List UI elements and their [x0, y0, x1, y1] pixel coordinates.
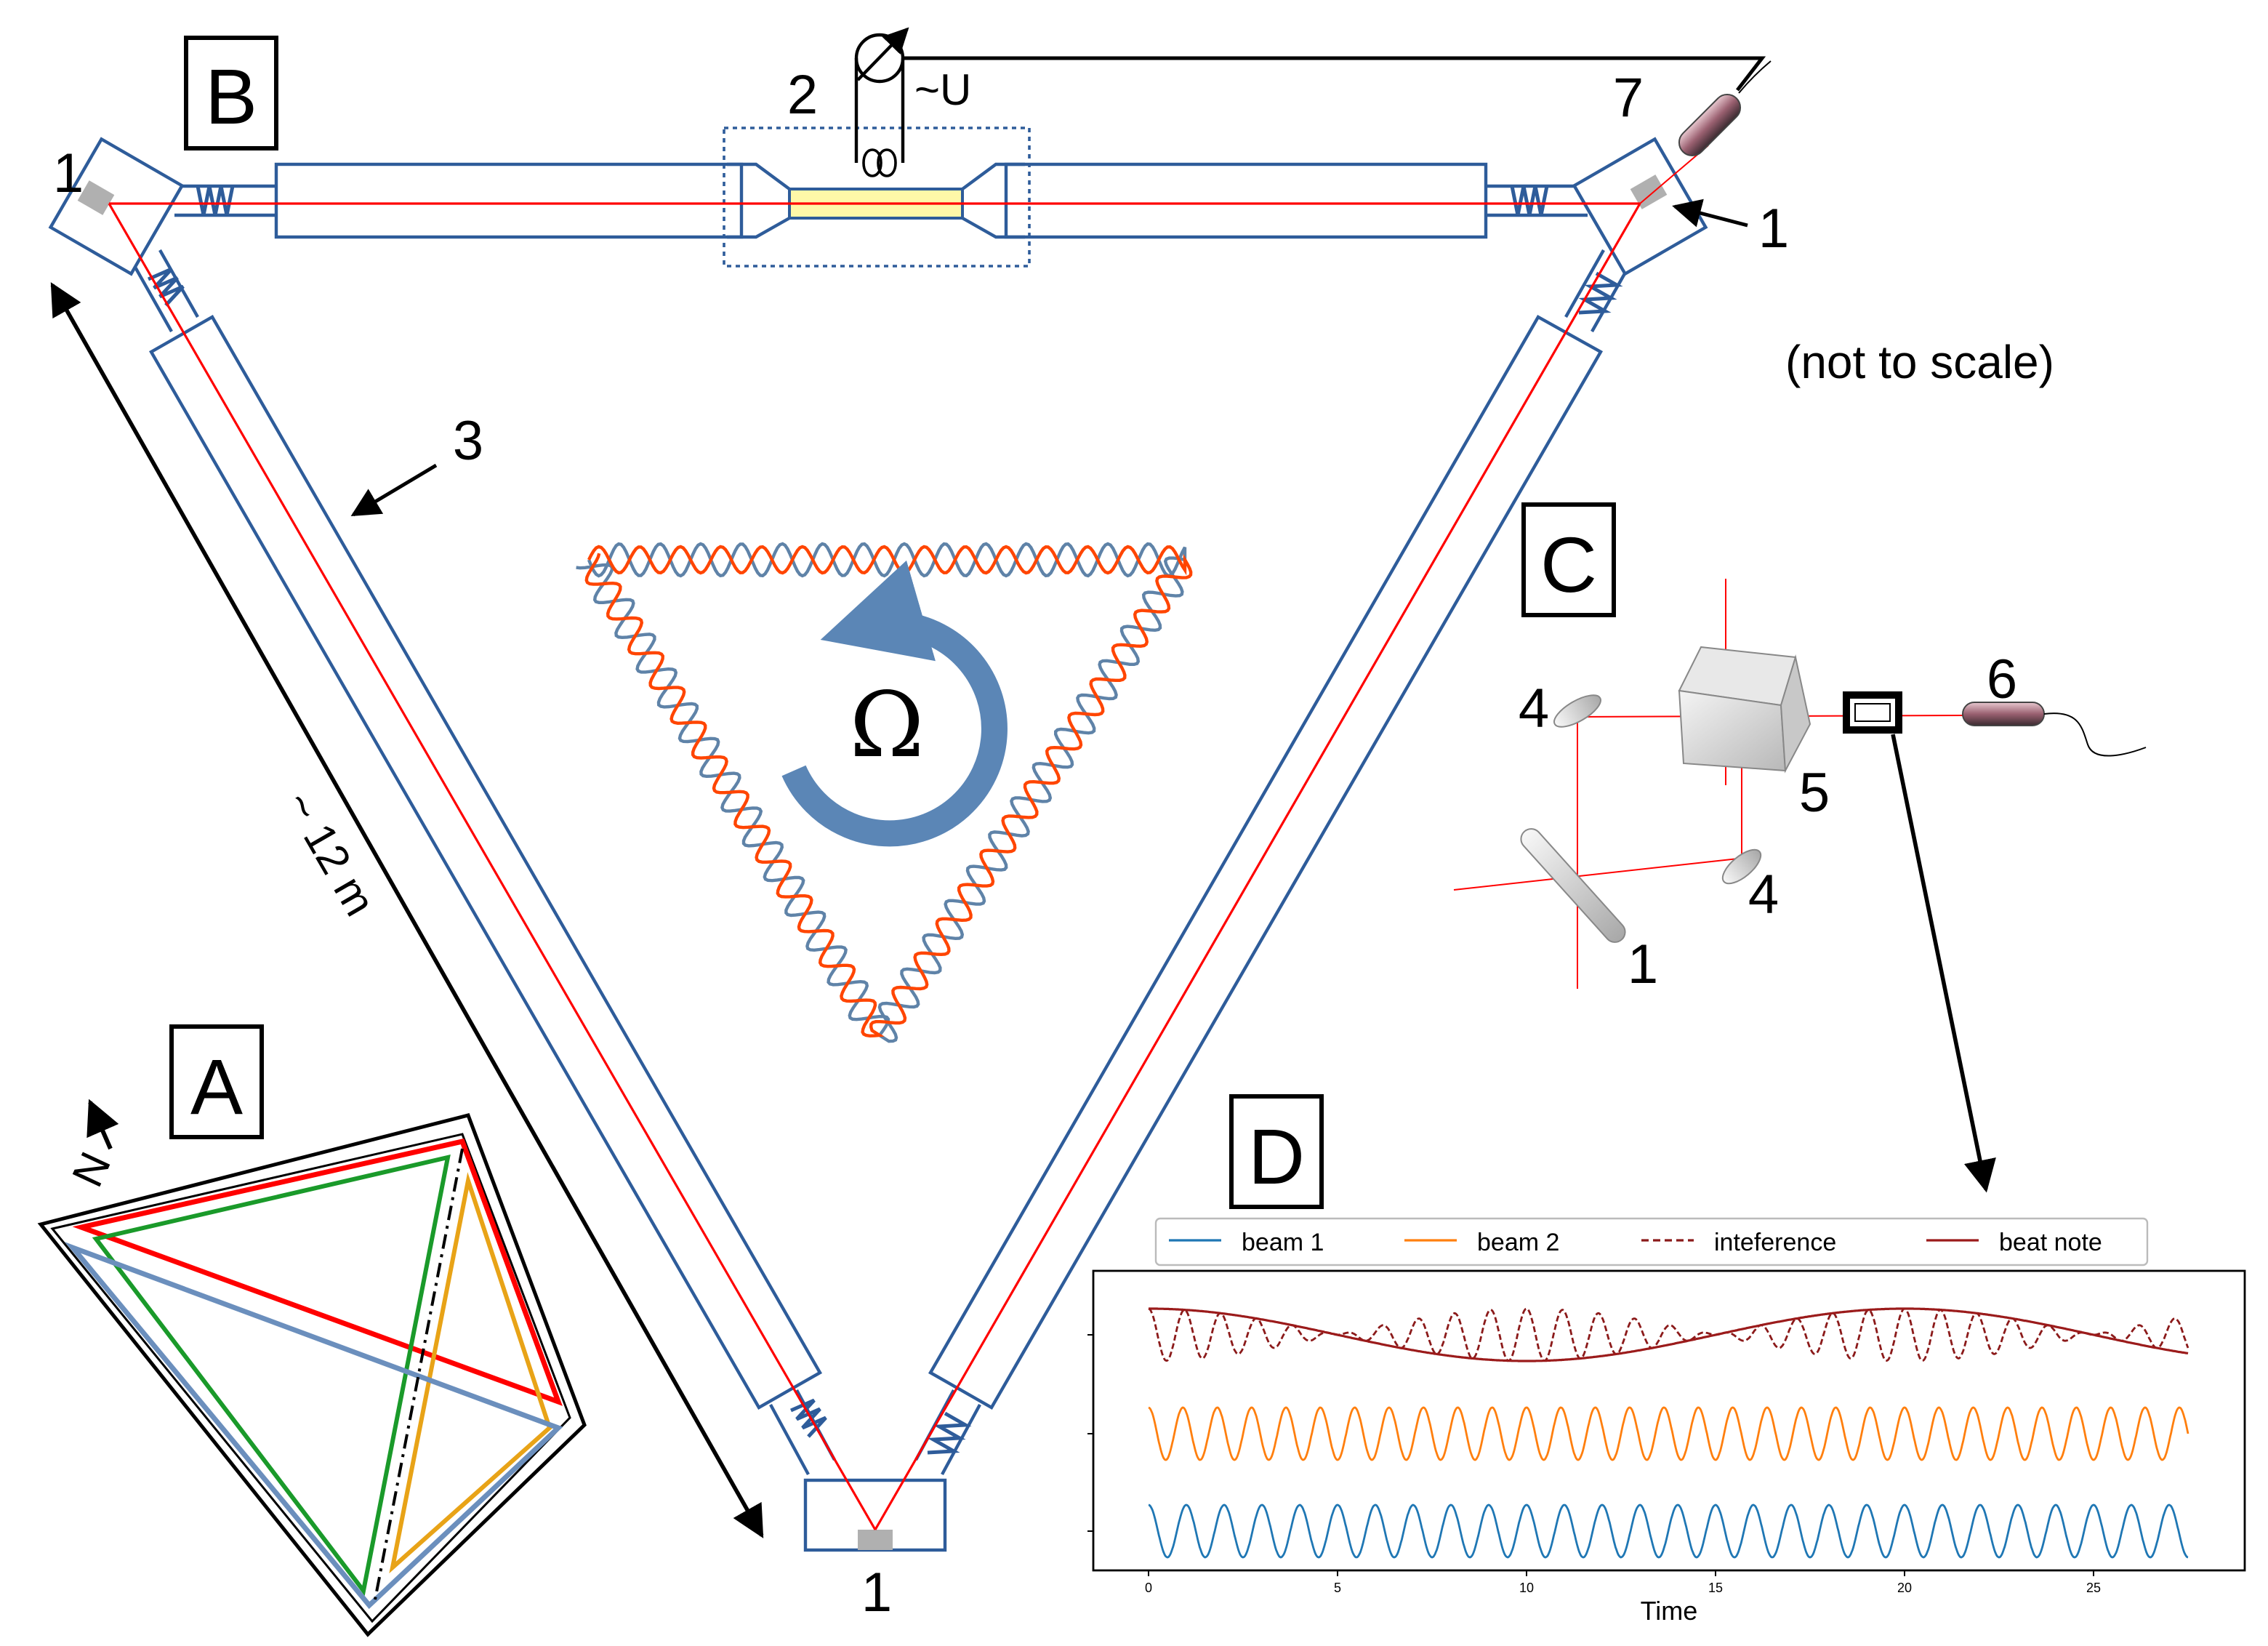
mirror-bottom: [858, 1530, 893, 1550]
label-3: 3: [453, 410, 483, 472]
label-2: 2: [787, 64, 818, 126]
cavity-taper-left: [727, 162, 791, 239]
x-tick-label: 15: [1708, 1581, 1723, 1595]
label-4-left: 4: [1519, 678, 1549, 739]
label-omega: Ω: [850, 673, 925, 778]
photodetector: [1843, 691, 1902, 734]
axis-dashdot: [374, 1148, 464, 1600]
label-length: ~ 12 m: [276, 783, 385, 924]
x-ticks: 0 5 10 15 20 25: [1145, 1570, 2101, 1595]
x-tick-label: 25: [2086, 1581, 2101, 1595]
right-diagonal-tube: [928, 315, 1604, 1410]
label-7: 7: [1613, 67, 1644, 129]
counterclockwise-rotation-arrow-icon: [781, 560, 1008, 847]
red-path: [72, 1138, 563, 1406]
top-tube-right: [1004, 162, 1488, 239]
voltmeter-icon: [854, 27, 1766, 177]
x-axis-label: Time: [1641, 1596, 1698, 1626]
mirror-housing-top-left: [48, 137, 185, 276]
photodetector-inner: [1854, 703, 1891, 722]
top-tube-left: [274, 162, 744, 239]
legend-beam2: beam 2: [1477, 1229, 1559, 1256]
legend-beam1: beam 1: [1242, 1229, 1324, 1256]
panel-D-label: D: [1248, 1112, 1305, 1200]
label-1-top-right: 1: [1758, 198, 1789, 260]
mirror-top-right: [1630, 174, 1668, 209]
panel-B-label: B: [205, 52, 257, 140]
label-1-top-left: 1: [53, 142, 84, 204]
panel-C-label: C: [1540, 521, 1597, 609]
laser-tube-icon-setup: [1962, 702, 2147, 757]
panel-C-box: [1521, 502, 1616, 617]
green-path: [92, 1155, 451, 1597]
series-beam-1: [1148, 1504, 2189, 1559]
cavity-dotted-box: [723, 127, 1031, 268]
panel-D-box: [1229, 1094, 1324, 1209]
panel-A-label: A: [190, 1043, 243, 1131]
x-tick-label: 10: [1519, 1581, 1534, 1595]
mirror-4-left: [1553, 694, 1601, 728]
chart-legend: beam 1 beam 2 inteference beat note: [1154, 1217, 2149, 1266]
voltmeter-wire: [903, 56, 1766, 92]
left-diagonal-tube: [148, 315, 823, 1410]
laser-tube-icon-top: [1678, 93, 1742, 157]
panel-B-box: [184, 36, 278, 150]
mirror-1-setup: [1520, 828, 1626, 943]
x-tick-label: 0: [1145, 1581, 1152, 1595]
mirror-housings: [48, 137, 1708, 1552]
mirror-housing-top-right: [1572, 137, 1708, 276]
label-6: 6: [1987, 649, 2017, 710]
series-inteference: [1148, 1307, 2189, 1362]
y-ticks: [1087, 1334, 1093, 1532]
label-north: N: [63, 1145, 120, 1195]
beam-splitter-cube-icon: [1678, 646, 1811, 774]
outline-inner: [50, 1133, 571, 1623]
outer-outline: [37, 1113, 587, 1637]
x-tick-label: 20: [1897, 1581, 1912, 1595]
series-beam-2: [1148, 1406, 2189, 1461]
panel-A-box: [169, 1024, 264, 1139]
detector-to-plot-arrow: [1891, 734, 1996, 1193]
label-5: 5: [1799, 762, 1830, 824]
label-4-right: 4: [1748, 864, 1779, 926]
interferometer-beams: [1453, 579, 1963, 989]
label-voltage: ~U: [914, 65, 971, 114]
legend-beat: beat note: [1999, 1229, 2102, 1256]
mirror-4-right: [1721, 848, 1762, 885]
x-tick-label: 5: [1334, 1581, 1341, 1595]
north-arrow-icon: [87, 1099, 119, 1150]
label-not-to-scale: (not to scale): [1785, 336, 2054, 388]
orange-path: [389, 1172, 552, 1574]
mirrors: [77, 174, 1668, 1550]
arrow-3: [350, 463, 438, 517]
cavity-taper-right: [961, 162, 1025, 239]
corner-A-triangles: [37, 1113, 587, 1637]
blue-path: [64, 1242, 563, 1610]
arrow-1-top-right: [1672, 198, 1748, 228]
plot-series: [1148, 1307, 2189, 1559]
wave-orange: [584, 545, 1193, 1038]
series-beat-note: [1149, 1307, 2189, 1362]
label-1-setup: 1: [1628, 934, 1658, 995]
label-1-bottom: 1: [861, 1562, 892, 1623]
legend-interference: inteference: [1714, 1229, 1836, 1256]
mirror-top-left: [77, 180, 115, 215]
legend-frame: [1154, 1217, 2149, 1266]
length-arrow: [50, 282, 764, 1538]
